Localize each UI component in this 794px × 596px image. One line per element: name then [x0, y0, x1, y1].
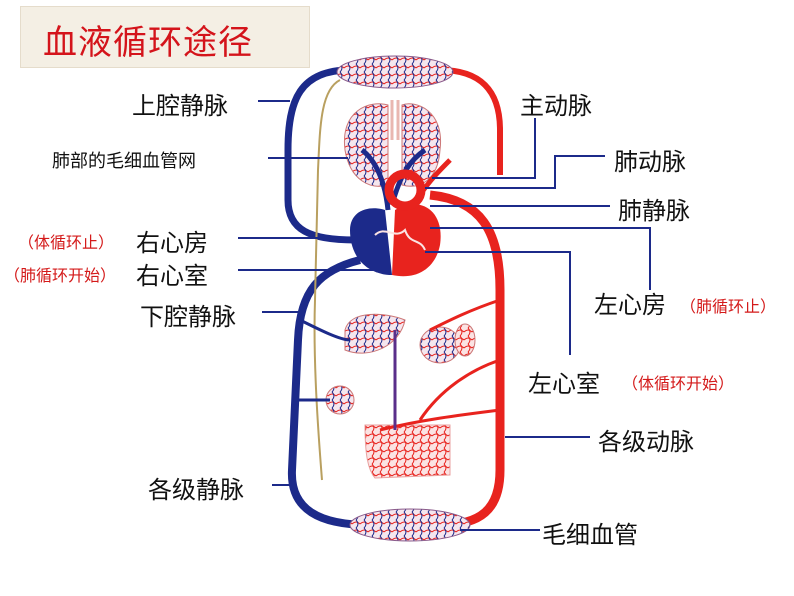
aortic-arch: [384, 169, 426, 211]
label-right-atrium: 右心房: [136, 229, 208, 257]
label-left-ventricle: 左心室: [528, 370, 600, 398]
label-veins: 各级静脉: [148, 476, 244, 504]
leader-pulmonary-artery: [425, 155, 605, 189]
trachea: [390, 100, 400, 140]
label-pulmonary-vein: 肺静脉: [618, 197, 690, 225]
inferior-vena-cava-vessel: [287, 256, 371, 529]
note-right-atrium: （体循环止）: [18, 233, 115, 252]
leader-left-ventricle: [425, 251, 571, 355]
arterial-loop-top: [439, 67, 503, 175]
kidney: [325, 385, 355, 415]
label-capillaries: 毛细血管: [542, 521, 638, 549]
label-left-atrium: 左心房: [594, 291, 666, 319]
note-left-atrium: （肺循环止）: [680, 297, 777, 316]
leader-left-atrium: [430, 227, 651, 290]
note-right-ventricle: （肺循环开始）: [4, 266, 117, 285]
leader-lines: [238, 100, 651, 531]
lymph-line: [313, 79, 341, 481]
spleen: [454, 323, 476, 357]
heart-valves: [374, 228, 426, 251]
label-lung-capillaries: 肺部的毛细血管网: [52, 151, 196, 172]
upper-body-capillaries: [336, 55, 454, 89]
venous-loop-left: [284, 66, 356, 244]
liver: [344, 313, 406, 354]
heart-right-side: [350, 208, 392, 275]
label-superior-vena-cava: 上腔静脉: [132, 92, 228, 120]
lower-body-capillaries: [349, 508, 471, 542]
page-title: 血液循环途径: [43, 23, 253, 63]
title-banner: 血液循环途径: [20, 6, 310, 68]
label-pulmonary-artery: 肺动脉: [614, 148, 686, 176]
intestines: [364, 424, 451, 479]
stomach: [419, 326, 461, 364]
abdominal-arteries: [379, 298, 501, 432]
label-arteries: 各级动脉: [598, 428, 694, 456]
note-left-ventricle: （体循环开始）: [622, 374, 735, 393]
label-aorta: 主动脉: [520, 92, 592, 120]
label-inferior-vena-cava: 下腔静脉: [140, 303, 236, 331]
heart-left-side: [392, 204, 441, 277]
label-right-ventricle: 右心室: [136, 262, 208, 290]
leader-aorta: [432, 118, 536, 179]
abdominal-veins: [298, 318, 351, 402]
